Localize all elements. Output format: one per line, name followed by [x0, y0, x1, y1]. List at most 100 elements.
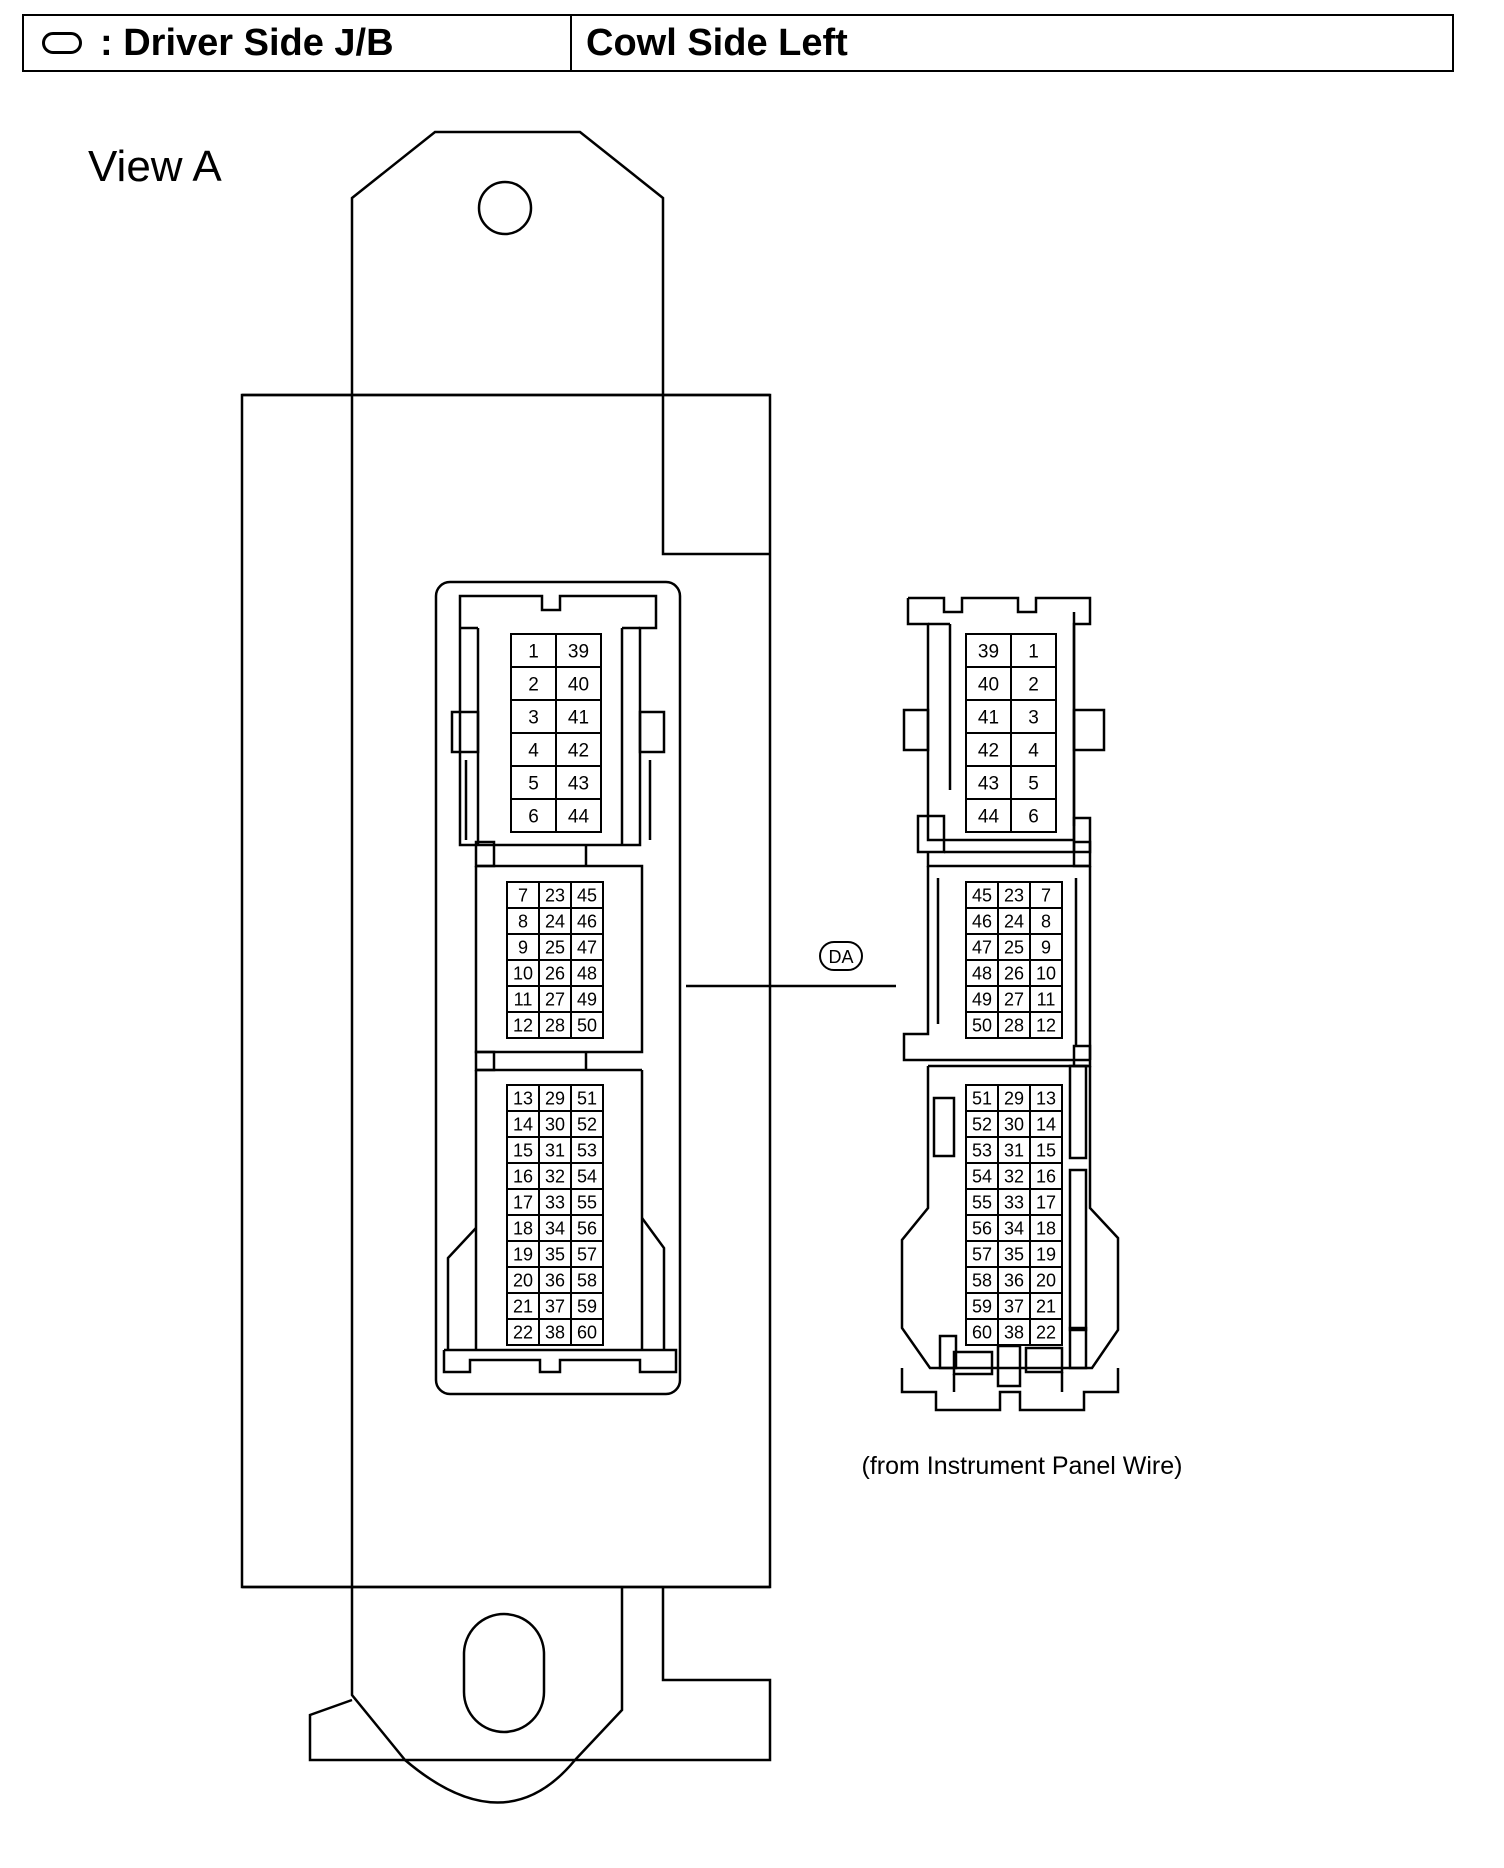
connector-code-badge: DA — [819, 941, 863, 971]
pin-number: 38 — [545, 1322, 565, 1342]
pin-number: 17 — [513, 1192, 533, 1212]
pin-number: 1 — [1028, 641, 1039, 662]
pin-number: 49 — [972, 989, 992, 1009]
junction-block-label: : Driver Side J/B — [100, 21, 394, 64]
right-connector-outline — [900, 596, 1120, 1412]
pin-number: 22 — [1036, 1322, 1056, 1342]
pin-number: 35 — [545, 1244, 565, 1264]
pin-number: 29 — [1004, 1088, 1024, 1108]
pin-number: 27 — [545, 989, 565, 1009]
pin-number: 31 — [1004, 1140, 1024, 1160]
pin-number: 58 — [972, 1270, 992, 1290]
pin-number: 47 — [972, 937, 992, 957]
pin-number: 7 — [518, 885, 528, 905]
pin-number: 4 — [1028, 740, 1039, 761]
pin-number: 10 — [513, 963, 533, 983]
pin-number: 34 — [545, 1218, 565, 1238]
pin-number: 18 — [513, 1218, 533, 1238]
pin-number: 23 — [1004, 885, 1024, 905]
pin-number: 16 — [513, 1166, 533, 1186]
pin-number: 14 — [1036, 1114, 1056, 1134]
pin-number: 17 — [1036, 1192, 1056, 1212]
pin-number: 47 — [577, 937, 597, 957]
pin-number: 52 — [972, 1114, 992, 1134]
pin-number: 41 — [978, 707, 999, 728]
pin-number: 9 — [518, 937, 528, 957]
pin-number: 28 — [545, 1015, 565, 1035]
pin-number: 59 — [577, 1296, 597, 1316]
header-left-cell: : Driver Side J/B — [24, 16, 572, 70]
pin-number: 52 — [577, 1114, 597, 1134]
pin-number: 21 — [1036, 1296, 1056, 1316]
pin-number: 9 — [1041, 937, 1051, 957]
pin-number: 7 — [1041, 885, 1051, 905]
pin-cell — [570, 1318, 604, 1346]
pin-number: 31 — [545, 1140, 565, 1160]
mounting-hole-top — [477, 180, 533, 236]
pin-number: 30 — [1004, 1114, 1024, 1134]
pin-number: 2 — [528, 674, 539, 695]
pin-number: 48 — [577, 963, 597, 983]
pin-number: 5 — [528, 773, 539, 794]
pin-number: 11 — [514, 989, 533, 1009]
pin-number: 56 — [577, 1218, 597, 1238]
header-table: : Driver Side J/B Cowl Side Left — [22, 14, 1454, 72]
mounting-slot-bottom — [462, 1612, 546, 1734]
pin-number: 57 — [577, 1244, 597, 1264]
pin-number: 33 — [545, 1192, 565, 1212]
pin-cell — [1010, 798, 1057, 833]
pin-number: 41 — [568, 707, 589, 728]
pin-number: 4 — [528, 740, 539, 761]
pin-number: 3 — [1028, 707, 1039, 728]
pin-number: 39 — [978, 641, 999, 662]
pin-number: 11 — [1037, 989, 1056, 1009]
pin-number: 43 — [978, 773, 999, 794]
pin-number: 34 — [1004, 1218, 1024, 1238]
pin-number: 26 — [545, 963, 565, 983]
pin-number: 37 — [545, 1296, 565, 1316]
pin-number: 36 — [1004, 1270, 1024, 1290]
pin-number: 15 — [513, 1140, 533, 1160]
pin-number: 33 — [1004, 1192, 1024, 1212]
pin-number: 12 — [513, 1015, 533, 1035]
pin-number: 44 — [568, 806, 590, 827]
pin-number: 23 — [545, 885, 565, 905]
pin-number: 46 — [972, 911, 992, 931]
pin-number: 46 — [577, 911, 597, 931]
junction-block-housing — [240, 130, 772, 1804]
pin-number: 24 — [545, 911, 565, 931]
pin-number: 13 — [513, 1088, 533, 1108]
pin-number: 59 — [972, 1296, 992, 1316]
pin-number: 13 — [1036, 1088, 1056, 1108]
pin-number: 43 — [568, 773, 589, 794]
pin-cell — [1029, 1318, 1063, 1346]
pin-number: 53 — [972, 1140, 992, 1160]
pin-number: 3 — [528, 707, 539, 728]
pin-number: 5 — [1028, 773, 1039, 794]
pin-number: 42 — [568, 740, 589, 761]
pin-number: 32 — [1004, 1166, 1024, 1186]
location-label: Cowl Side Left — [586, 21, 848, 64]
pin-number: 14 — [513, 1114, 533, 1134]
pin-number: 37 — [1004, 1296, 1024, 1316]
pin-number: 32 — [545, 1166, 565, 1186]
pin-number: 60 — [577, 1322, 597, 1342]
pin-number: 10 — [1036, 963, 1056, 983]
pin-number: 20 — [513, 1270, 533, 1290]
pin-number: 40 — [978, 674, 999, 695]
pin-number: 42 — [978, 740, 999, 761]
pin-number: 36 — [545, 1270, 565, 1290]
pin-number: 49 — [577, 989, 597, 1009]
pin-number: 38 — [1004, 1322, 1024, 1342]
pin-number: 24 — [1004, 911, 1024, 931]
pin-number: 60 — [972, 1322, 992, 1342]
oval-outline-icon — [42, 32, 82, 54]
pin-number: 18 — [1036, 1218, 1056, 1238]
pin-number: 22 — [513, 1322, 533, 1342]
pin-cell — [570, 1011, 604, 1039]
pin-number: 45 — [577, 885, 597, 905]
pin-number: 29 — [545, 1088, 565, 1108]
